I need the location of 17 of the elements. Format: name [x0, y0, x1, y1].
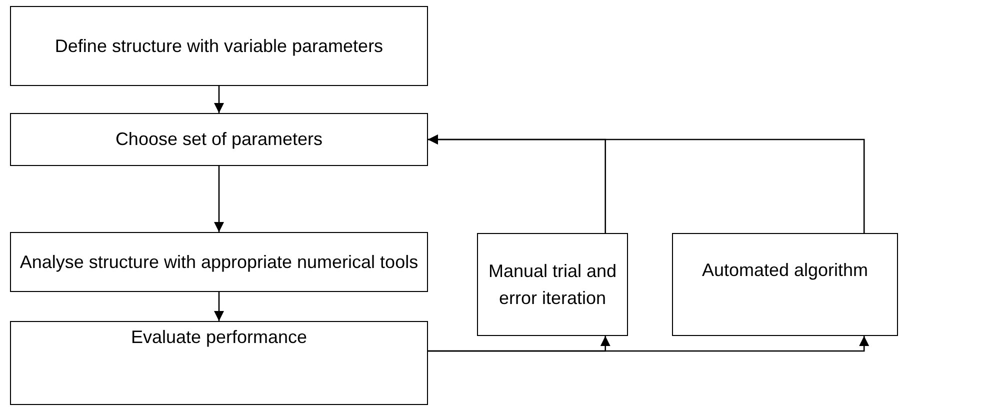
process-box: [10, 321, 428, 405]
arrow: [214, 292, 224, 321]
arrow: [428, 336, 870, 352]
process-box: [10, 232, 428, 292]
box-label: Manual trial and error iteration: [487, 260, 618, 310]
box-label: Automated algorithm: [700, 259, 870, 282]
arrow: [214, 166, 224, 232]
box-label: Evaluate performance: [130, 326, 308, 349]
box-label: Choose set of parameters: [114, 128, 324, 151]
box-label: Analyse structure with appropriate numerical tools: [18, 250, 420, 274]
arrow: [214, 86, 224, 113]
process-box: [10, 113, 428, 166]
process-box: [10, 6, 428, 86]
process-box: [477, 233, 628, 336]
arrow: [428, 134, 865, 233]
box-label: Define structure with variable parameters: [54, 34, 384, 58]
process-box: [672, 233, 898, 336]
